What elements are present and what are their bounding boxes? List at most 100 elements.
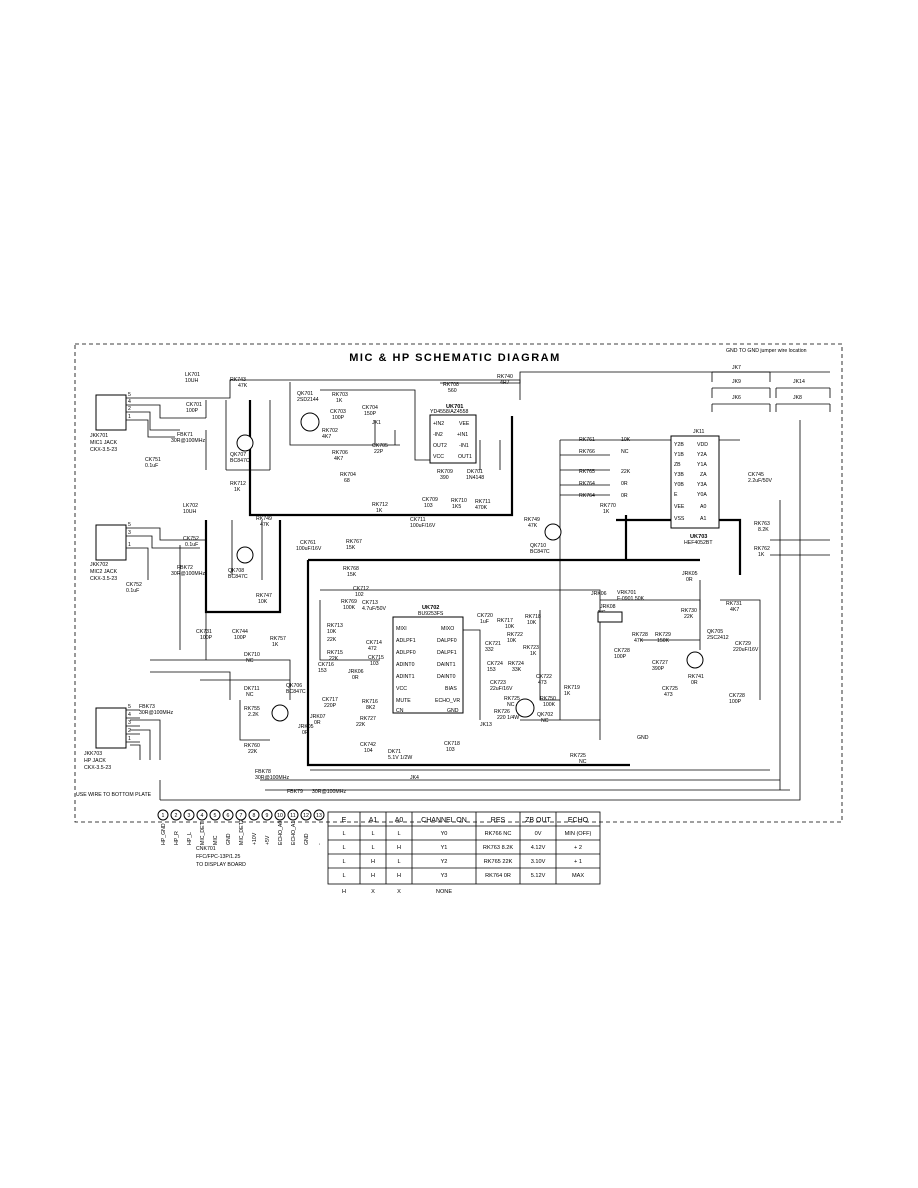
svg-text:RK763: RK763: [754, 521, 770, 527]
svg-text:RK723: RK723: [523, 645, 539, 651]
connector-pin: [248, 809, 260, 821]
svg-text:NC: NC: [541, 718, 549, 724]
table-header: E: [342, 817, 347, 824]
svg-text:47K: 47K: [260, 522, 270, 528]
connector-pin-number: 10: [277, 813, 283, 819]
table-header: ZB OUT: [525, 817, 551, 824]
table-cell: NONE: [436, 889, 452, 895]
connector-pin-number: 4: [201, 813, 204, 819]
svg-text:QK707: QK707: [230, 452, 246, 458]
table-cell: Y2: [441, 859, 448, 865]
table-cell: 0V: [535, 831, 542, 837]
connector-pin: [170, 809, 182, 821]
connector-pin-number: 9: [266, 813, 269, 819]
svg-text:JK13: JK13: [480, 722, 492, 728]
svg-text:GND: GND: [447, 708, 459, 714]
svg-text:RK755: RK755: [244, 706, 260, 712]
table-header: CHANNEL ON: [421, 817, 467, 824]
jumper-note: GND TO GND jumper wire location: [726, 348, 807, 354]
connector-pin: [222, 809, 234, 821]
svg-text:DK710: DK710: [244, 652, 260, 658]
svg-text:CK711: CK711: [410, 517, 426, 523]
svg-text:CK721: CK721: [485, 641, 501, 647]
connector-pin-number: 11: [290, 813, 295, 819]
svg-text:CK720: CK720: [477, 613, 493, 619]
svg-text:1K: 1K: [272, 642, 279, 648]
svg-text:CK725: CK725: [662, 686, 678, 692]
svg-text:RK726: RK726: [494, 709, 510, 715]
table-header: RES: [491, 817, 506, 824]
svg-text:472: 472: [368, 646, 377, 652]
svg-text:4K7: 4K7: [334, 456, 343, 462]
svg-text:RK724: RK724: [508, 661, 524, 667]
svg-text:CK722: CK722: [536, 674, 552, 680]
svg-text:47K: 47K: [528, 523, 538, 529]
svg-text:22K: 22K: [248, 749, 258, 755]
svg-text:JK11: JK11: [693, 429, 705, 435]
connector-pin-number: 12: [303, 813, 309, 819]
svg-text:VDD: VDD: [697, 442, 708, 448]
svg-text:RK765: RK765: [579, 469, 595, 475]
svg-text:RK761: RK761: [579, 437, 595, 443]
svg-text:4K7: 4K7: [322, 434, 331, 440]
svg-text:0R: 0R: [686, 577, 693, 583]
connector-pin-number: 8: [253, 813, 256, 819]
svg-text:8.2K: 8.2K: [758, 527, 769, 533]
svg-text:CK761: CK761: [300, 540, 316, 546]
svg-text:HEF4052BT: HEF4052BT: [684, 540, 713, 546]
svg-text:UK701: UK701: [446, 404, 463, 410]
svg-text:RK766: RK766: [579, 449, 595, 455]
svg-text:ECHO_VR: ECHO_VR: [435, 698, 460, 704]
svg-text:QK702: QK702: [537, 712, 553, 718]
svg-text:CK744: CK744: [232, 629, 248, 635]
connector-pin-label: -: [317, 843, 323, 845]
table-cell: H: [342, 889, 346, 895]
svg-text:CK727: CK727: [652, 660, 668, 666]
table-cell: H: [371, 873, 375, 879]
connector-pin-label: GND: [304, 833, 310, 845]
svg-text:RK718: RK718: [525, 614, 541, 620]
svg-text:10K: 10K: [621, 437, 631, 443]
svg-text:RK768: RK768: [343, 566, 359, 572]
svg-text:Y1A: Y1A: [697, 462, 707, 468]
svg-text:JRK08: JRK08: [600, 604, 616, 610]
svg-text:UK702: UK702: [422, 605, 439, 611]
table-cell: 3.10V: [531, 859, 546, 865]
svg-text:8K2: 8K2: [366, 705, 375, 711]
table-cell: + 1: [574, 859, 582, 865]
svg-text:CK724: CK724: [487, 661, 503, 667]
signal-wires: [130, 371, 830, 801]
connector-pin: [313, 809, 325, 821]
svg-text:MIXI: MIXI: [396, 626, 407, 632]
svg-text:BC847C: BC847C: [228, 574, 248, 580]
svg-text:RK722: RK722: [507, 632, 523, 638]
table-cell: H: [397, 873, 401, 879]
svg-text:15K: 15K: [347, 572, 357, 578]
svg-text:2: 2: [128, 406, 131, 412]
svg-text:RK716: RK716: [362, 699, 378, 705]
svg-text:22K: 22K: [327, 637, 337, 643]
svg-text:1K5: 1K5: [452, 504, 461, 510]
ferrite-value: 30R@100MHz: [171, 438, 206, 444]
connector-pin-number: 13: [316, 813, 322, 819]
table-cell: RK765 22K: [484, 859, 513, 865]
jumper-label: JK8: [793, 395, 802, 401]
connector-pin-number: 7: [240, 813, 243, 819]
svg-text:5: 5: [128, 522, 131, 528]
inductor-value: 10UH: [185, 378, 199, 384]
ferrite-value: 30R@100MHz: [255, 775, 290, 781]
svg-text:1K: 1K: [234, 487, 241, 493]
svg-text:ADINT0: ADINT0: [396, 662, 415, 668]
svg-text:RK719: RK719: [564, 685, 580, 691]
connector-pin-label: HP_L: [187, 832, 193, 845]
svg-text:BU9253FS: BU9253FS: [418, 611, 444, 617]
svg-text:ADLPF0: ADLPF0: [396, 650, 416, 656]
svg-text:0.1uF: 0.1uF: [185, 542, 198, 548]
svg-text:4R7: 4R7: [500, 380, 510, 386]
svg-text:RK764: RK764: [579, 493, 595, 499]
jack-ref: JKK703: [84, 751, 102, 757]
svg-text:JRK07: JRK07: [310, 714, 326, 720]
svg-text:QK710: QK710: [530, 543, 546, 549]
svg-text:473: 473: [538, 680, 547, 686]
svg-text:CK703: CK703: [330, 409, 346, 415]
